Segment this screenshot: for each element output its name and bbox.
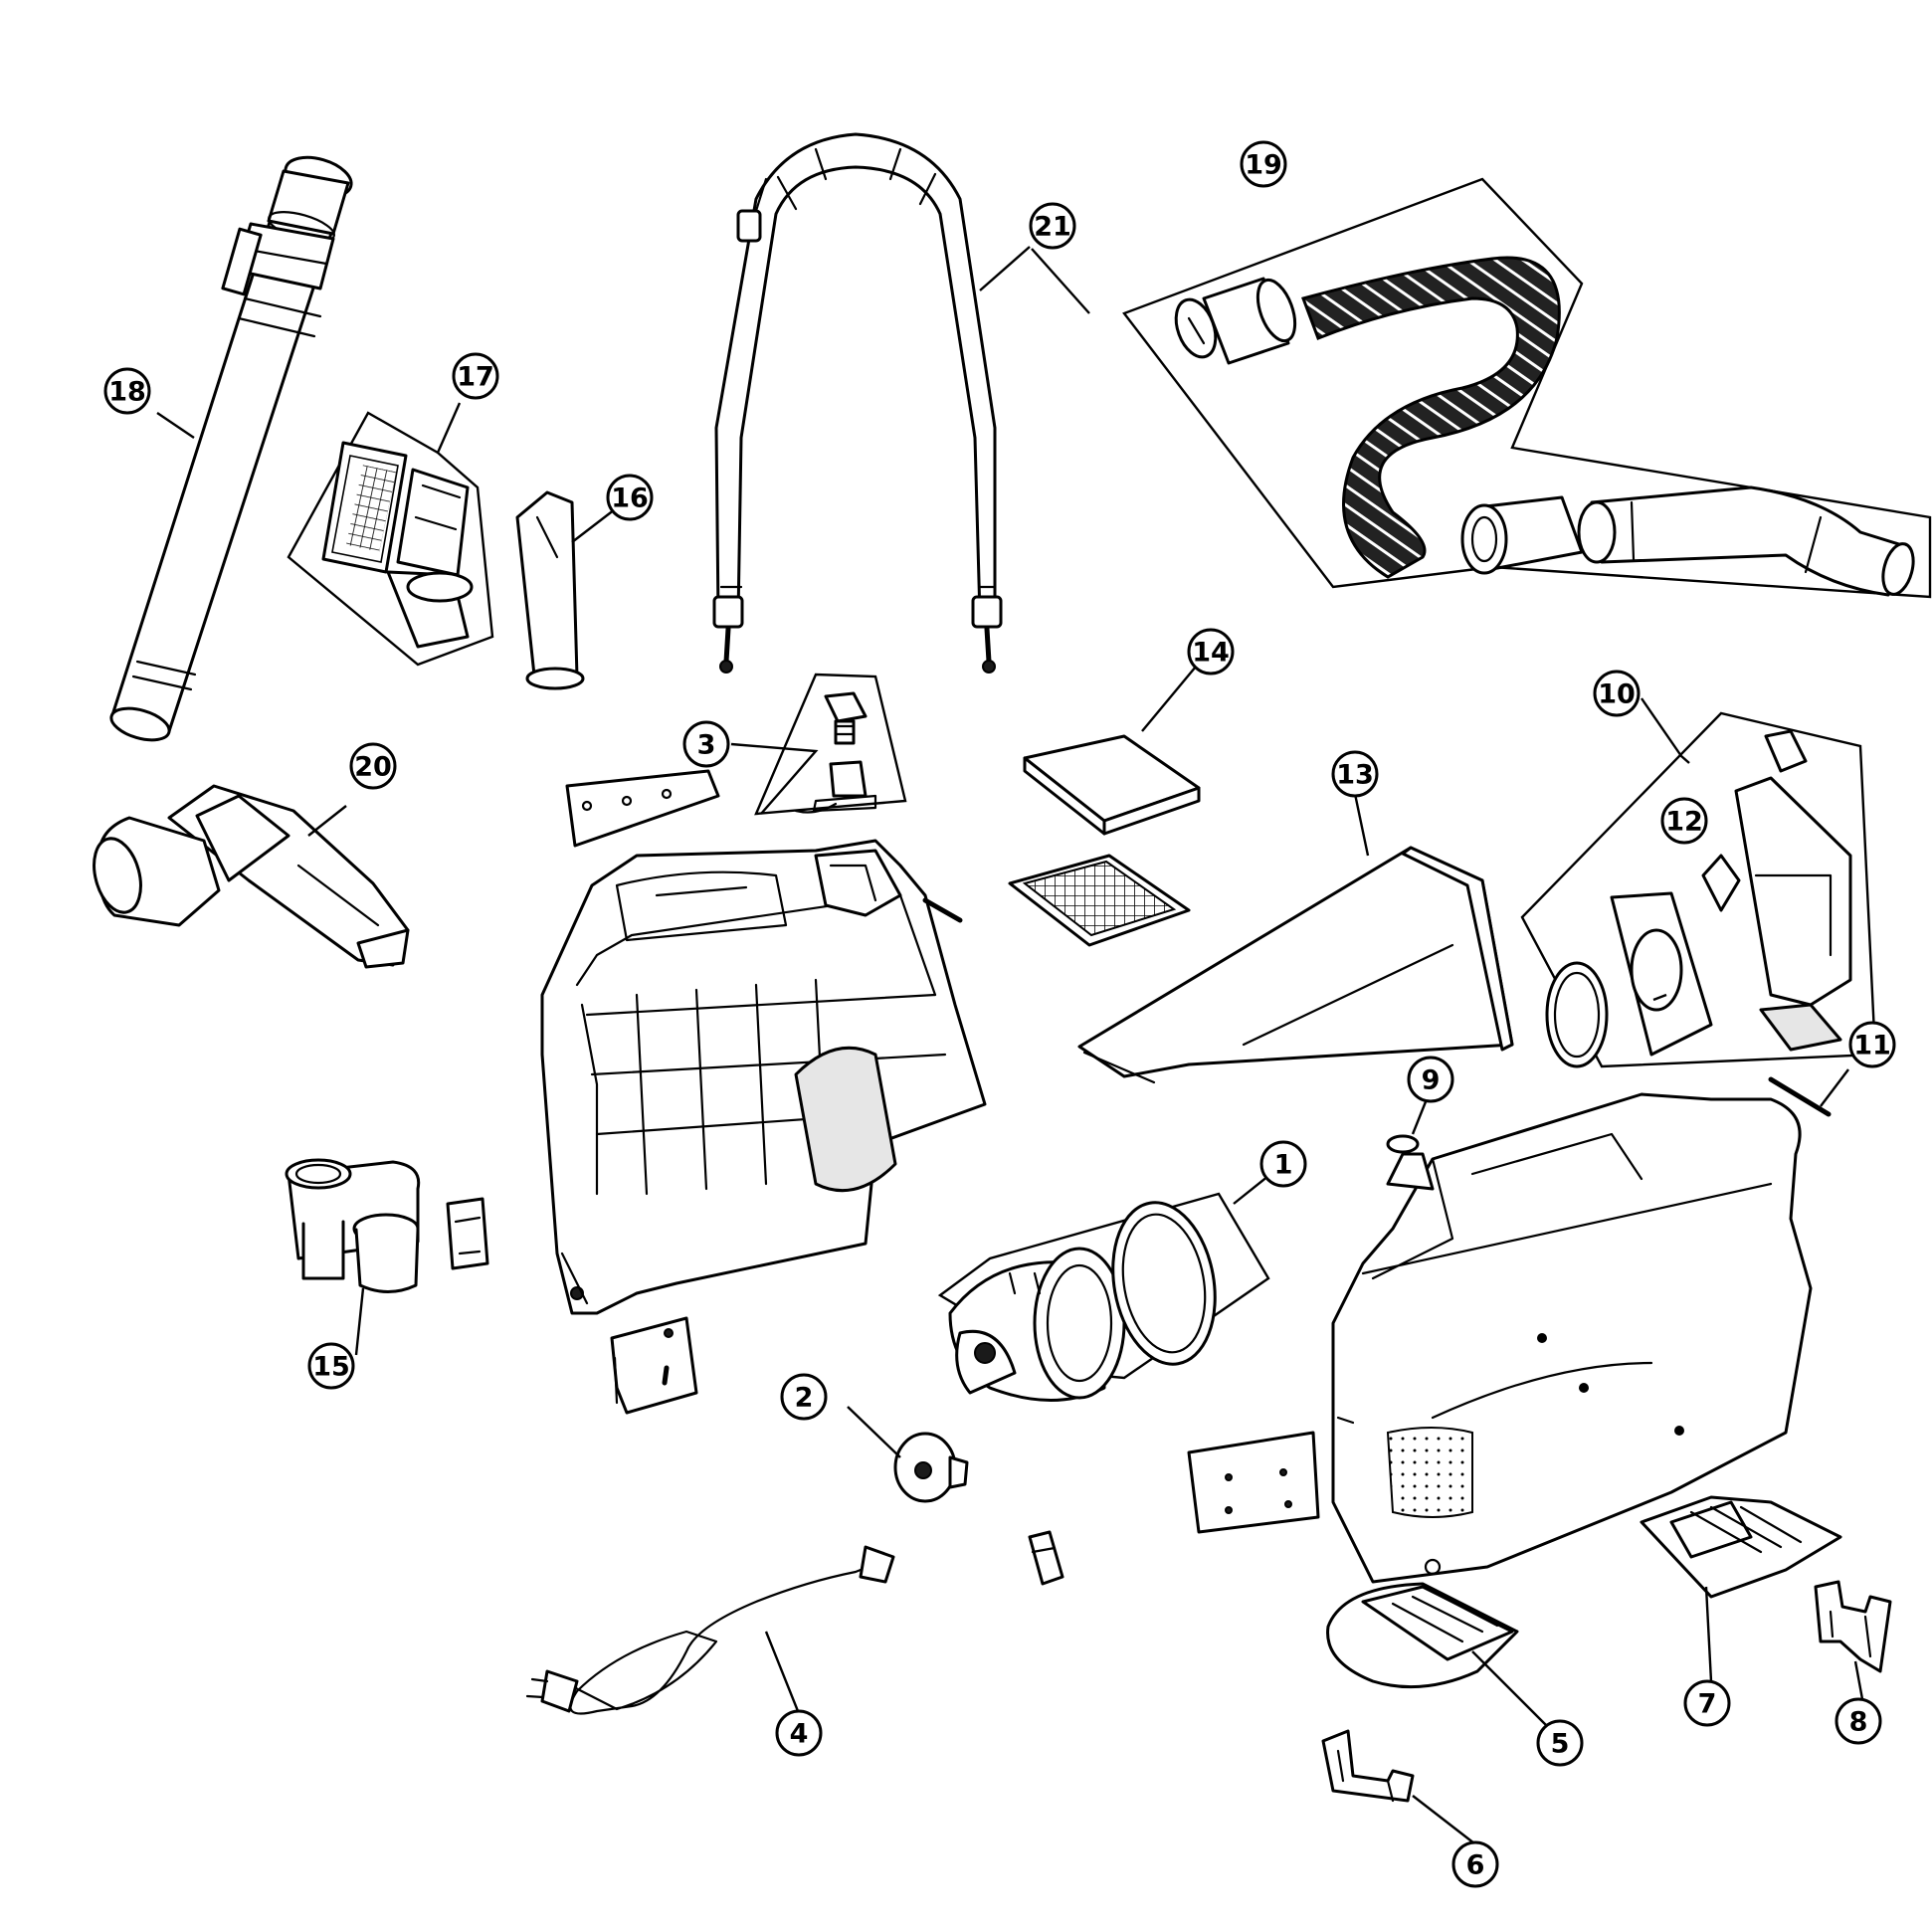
part-floor-nozzle[interactable] <box>87 784 410 969</box>
part-motor-cap[interactable] <box>893 1432 969 1503</box>
part-rear-housing[interactable] <box>540 839 987 1315</box>
part-crevice-tool[interactable] <box>515 490 585 690</box>
callout-14: 14 <box>1187 628 1235 675</box>
callout-20: 20 <box>349 742 397 790</box>
callout-5: 5 <box>1536 1719 1584 1767</box>
part-pin[interactable] <box>1768 1076 1832 1117</box>
part-utility-nozzle[interactable] <box>1077 846 1514 1084</box>
part-button[interactable] <box>1386 1134 1420 1154</box>
callout-1: 1 <box>1259 1140 1307 1188</box>
callout-2-label: 2 <box>795 1383 814 1414</box>
callout-21-label: 21 <box>1034 212 1071 243</box>
part-main-body[interactable] <box>1331 1092 1813 1584</box>
callout-11-label: 11 <box>1853 1031 1891 1061</box>
callout-6: 6 <box>1451 1840 1499 1888</box>
part-rear-clip[interactable] <box>1814 1580 1892 1673</box>
callout-10: 10 <box>1593 670 1641 717</box>
callout-12-label: 12 <box>1665 807 1703 838</box>
part-power-cord[interactable] <box>525 1545 895 1715</box>
callout-15: 15 <box>307 1342 355 1390</box>
part-hose-assembly[interactable] <box>1122 177 1932 599</box>
callout-18: 18 <box>103 367 151 415</box>
callout-17-label: 17 <box>457 362 494 393</box>
callout-5-label: 5 <box>1551 1729 1570 1760</box>
part-tool-caddy[interactable] <box>285 1158 489 1293</box>
callout-7-label: 7 <box>1698 1689 1717 1720</box>
part-motor-assembly[interactable] <box>937 1192 1270 1402</box>
part-side-panel[interactable] <box>1187 1431 1320 1534</box>
part-housing-bracket[interactable] <box>610 1316 698 1415</box>
callout-3: 3 <box>682 720 730 768</box>
callout-20-label: 20 <box>354 752 392 783</box>
callout-13: 13 <box>1331 750 1379 798</box>
part-clip[interactable] <box>1028 1530 1064 1586</box>
callout-12: 12 <box>1660 797 1708 845</box>
callout-17: 17 <box>452 352 499 400</box>
callout-4: 4 <box>775 1709 823 1757</box>
part-latch-kit[interactable] <box>754 673 907 816</box>
callout-21: 21 <box>1029 202 1076 250</box>
part-rear-foot[interactable] <box>1640 1495 1842 1599</box>
callout-11: 11 <box>1848 1021 1896 1068</box>
callout-4-label: 4 <box>790 1719 809 1750</box>
callout-18-label: 18 <box>108 377 146 408</box>
part-front-foot[interactable] <box>1326 1582 1519 1689</box>
callout-8-label: 8 <box>1849 1707 1868 1738</box>
callout-9: 9 <box>1407 1056 1454 1103</box>
callout-3-label: 3 <box>697 730 716 761</box>
part-motor-housing-kit[interactable] <box>1520 711 1877 1068</box>
callouts: 1 2 3 4 5 6 7 8 9 10 11 12 13 14 15 16 1… <box>103 140 1896 1888</box>
callout-8: 8 <box>1835 1697 1882 1745</box>
part-foot-clip[interactable] <box>1321 1729 1415 1803</box>
part-latch-plate[interactable] <box>565 769 720 848</box>
callout-15-label: 15 <box>312 1352 350 1383</box>
callout-7: 7 <box>1683 1679 1731 1727</box>
callout-16-label: 16 <box>611 483 649 514</box>
callout-1-label: 1 <box>1274 1150 1293 1181</box>
callout-9-label: 9 <box>1422 1065 1441 1096</box>
callout-13-label: 13 <box>1336 760 1374 791</box>
part-dusting-brush[interactable] <box>287 411 494 667</box>
callout-14-label: 14 <box>1192 638 1230 669</box>
part-extension-wand[interactable] <box>107 150 355 745</box>
callout-6-label: 6 <box>1466 1850 1485 1881</box>
part-filter[interactable] <box>1008 734 1201 947</box>
part-gasket[interactable] <box>1701 854 1741 912</box>
callout-19: 19 <box>1240 140 1287 188</box>
part-shoulder-strap[interactable] <box>712 132 1003 674</box>
callout-16: 16 <box>606 474 654 521</box>
callout-19-label: 19 <box>1245 150 1282 181</box>
callout-10-label: 10 <box>1598 679 1636 710</box>
callout-2: 2 <box>780 1373 828 1421</box>
